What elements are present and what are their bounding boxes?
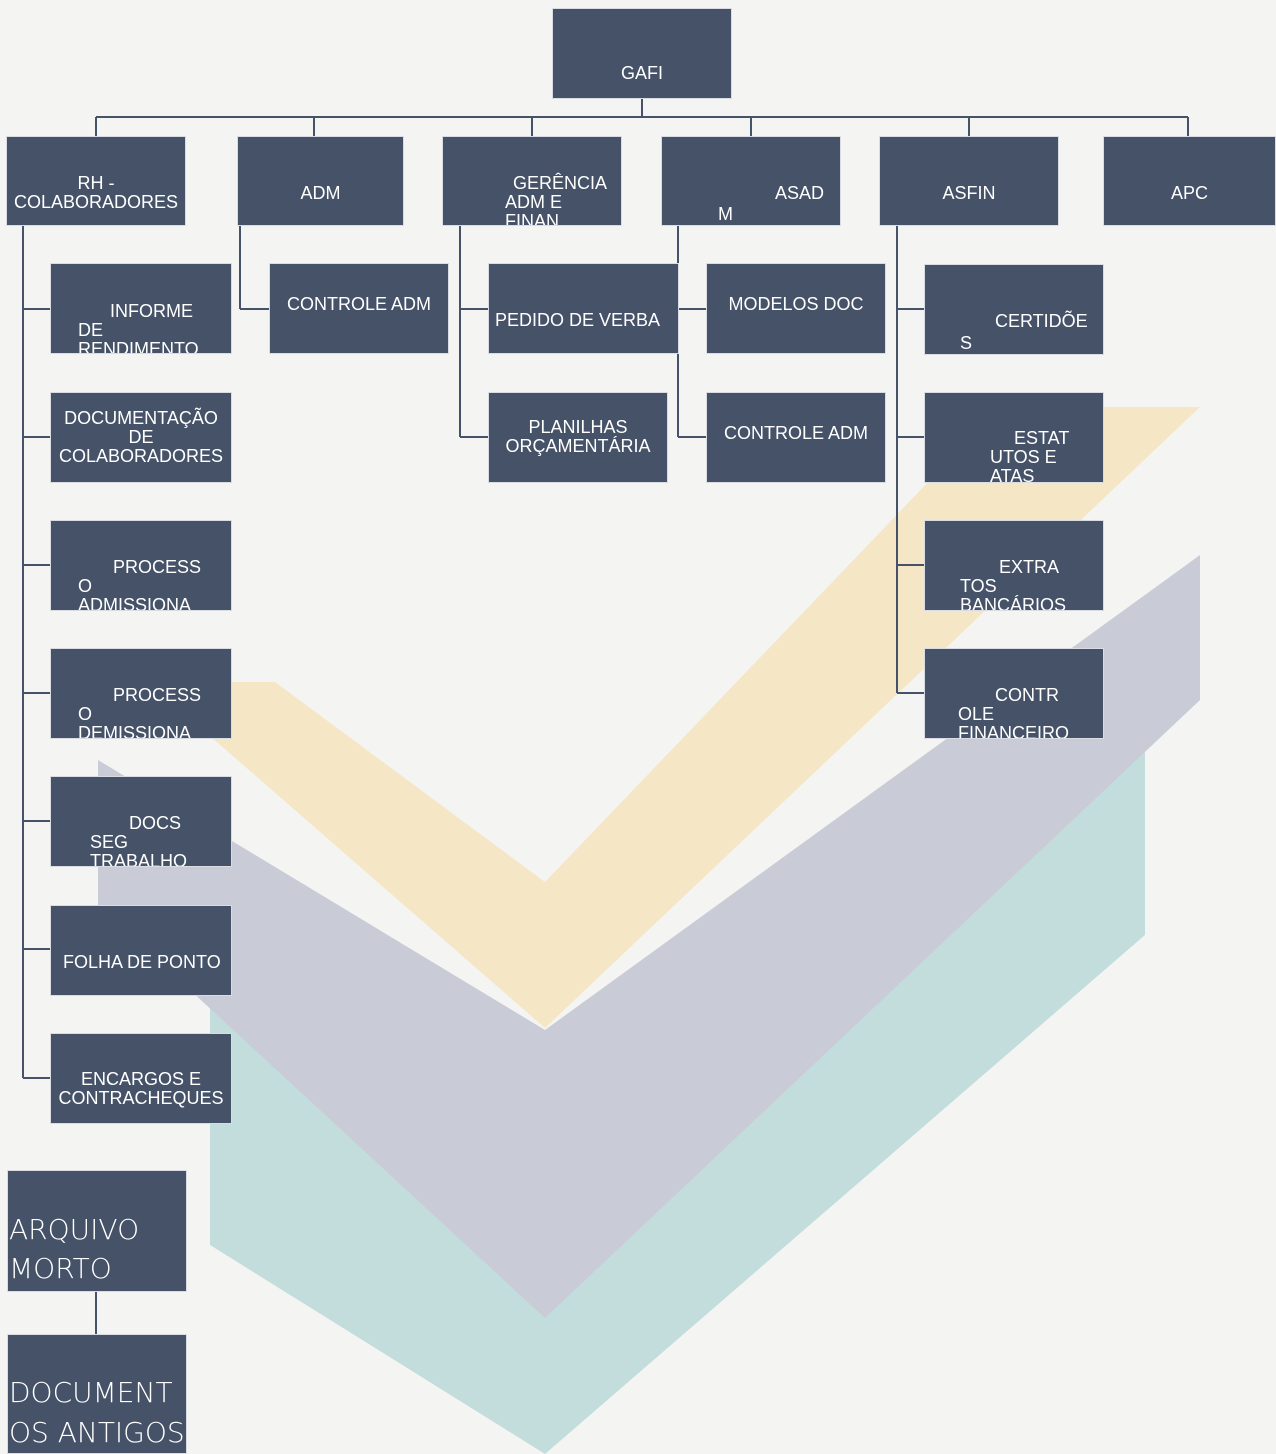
node-asadm: ASAD M [661,136,841,226]
node-asfin-label: ASFIN [942,183,996,203]
node-encargos-line1: ENCARGOS E [80,1069,202,1089]
node-demissional-line3: DEMISSIONA [78,723,192,739]
node-extratos-line1: EXTRA [999,557,1060,577]
node-processo-demissional: PROCESS O DEMISSIONA [50,648,232,739]
node-processo-admissional: PROCESS O ADMISSIONA [50,520,232,611]
node-apc-label: APC [1170,183,1208,203]
node-planilhas-line2: ORÇAMENTÁRIA [505,436,651,456]
node-informe-line2: DE [78,320,104,340]
node-controle-financeiro-line2: OLE [958,704,995,724]
node-documentacao-line2: DE [128,427,154,447]
node-arquivo-morto-line1: ARQUIVO [9,1213,140,1246]
node-adm: ADM [237,136,404,226]
node-informe-de-rendimento: INFORME DE RENDIMENTO [50,263,232,354]
node-extratos-line2: TOS [960,576,997,596]
node-planilhas-orcamentaria: PLANILHAS ORÇAMENTÁRIA [488,392,668,483]
node-adm-controle-adm-label: CONTROLE ADM [286,294,432,314]
node-gerencia-label-line1: GERÊNCIA [513,173,608,193]
node-documentacao-line1: DOCUMENTAÇÃO [64,408,218,428]
node-rh-label-line1: RH - [77,173,115,193]
node-documentacao-colaboradores: DOCUMENTAÇÃO DE COLABORADORES [50,392,232,483]
node-gerencia-label-line2: ADM E [505,192,563,212]
node-admissional-line3: ADMISSIONA [78,595,192,611]
node-arquivo-morto: ARQUIVO MORTO [7,1170,187,1292]
node-asadm-controle-adm: CONTROLE ADM [706,392,886,483]
node-seg-trabalho-line3: TRABALHO [90,851,188,867]
node-adm-label: ADM [300,183,341,203]
node-asadm-controle-adm-label: CONTROLE ADM [723,423,869,443]
node-informe-line3: RENDIMENTO [78,339,199,354]
node-asadm-label-line1: ASAD [775,183,825,203]
node-pedido-de-verba: PEDIDO DE VERBA [488,263,679,354]
node-documentos-antigos: DOCUMENT OS ANTIGOS [7,1334,187,1454]
node-planilhas-line1: PLANILHAS [528,417,628,437]
node-adm-controle-adm: CONTROLE ADM [269,263,449,354]
node-demissional-line1: PROCESS [113,685,202,705]
node-extratos-line3: BANCÁRIOS [960,595,1067,611]
node-asadm-label-line2: M [718,204,733,224]
node-pedido-de-verba-label: PEDIDO DE VERBA [495,310,661,330]
node-controle-financeiro: CONTR OLE FINANCEIRO [924,648,1104,739]
node-admissional-line1: PROCESS [113,557,202,577]
node-apc: APC [1103,136,1276,226]
node-controle-financeiro-line1: CONTR [995,685,1059,705]
node-modelos-doc-label: MODELOS DOC [728,294,864,314]
node-modelos-doc: MODELOS DOC [706,263,886,354]
node-documentos-antigos-line1: DOCUMENT [9,1376,173,1409]
node-documentos-antigos-line2: OS ANTIGOS [9,1416,185,1449]
node-encargos-line2: CONTRACHEQUES [58,1088,224,1108]
node-extratos-bancarios: EXTRA TOS BANCÁRIOS [924,520,1104,611]
node-controle-financeiro-line3: FINANCEIRO [958,723,1070,739]
node-estatutos-e-atas: ESTAT UTOS E ATAS [924,392,1104,483]
node-arquivo-morto-line2: MORTO [9,1252,112,1285]
node-folha-de-ponto: FOLHA DE PONTO [50,905,232,996]
node-admissional-line2: O [78,576,93,596]
node-documentacao-line3: COLABORADORES [58,446,224,466]
node-docs-seg-trabalho: DOCS SEG TRABALHO [50,776,232,867]
node-gafi: GAFI [552,8,732,99]
node-estatutos-line1: ESTAT [1014,428,1070,448]
node-rh-label-line2: COLABORADORES [13,192,179,212]
node-gafi-label: GAFI [620,63,663,83]
node-certidoes-line1: CERTIDÕE [995,311,1088,331]
node-estatutos-line3: ATAS [990,466,1035,483]
node-informe-line1: INFORME [110,301,193,321]
node-encargos-contracheques: ENCARGOS E CONTRACHEQUES [50,1033,232,1124]
node-estatutos-line2: UTOS E [990,447,1057,467]
teal-chevron-band [210,640,1145,1454]
node-gerencia-label-line3: FINAN [505,211,559,226]
node-folha-de-ponto-label: FOLHA DE PONTO [63,952,221,972]
node-certidoes-line2: S [960,333,973,353]
node-rh-colaboradores: RH - COLABORADORES [6,136,186,226]
node-seg-trabalho-line2: SEG [90,832,129,852]
node-seg-trabalho-line1: DOCS [129,813,182,833]
node-demissional-line2: O [78,704,93,724]
node-certidoes: CERTIDÕE S [924,264,1104,355]
lilac-chevron-band [98,555,1200,1318]
node-gerencia-adm-finan: GERÊNCIA ADM E FINAN [442,136,622,226]
node-asfin: ASFIN [879,136,1059,226]
